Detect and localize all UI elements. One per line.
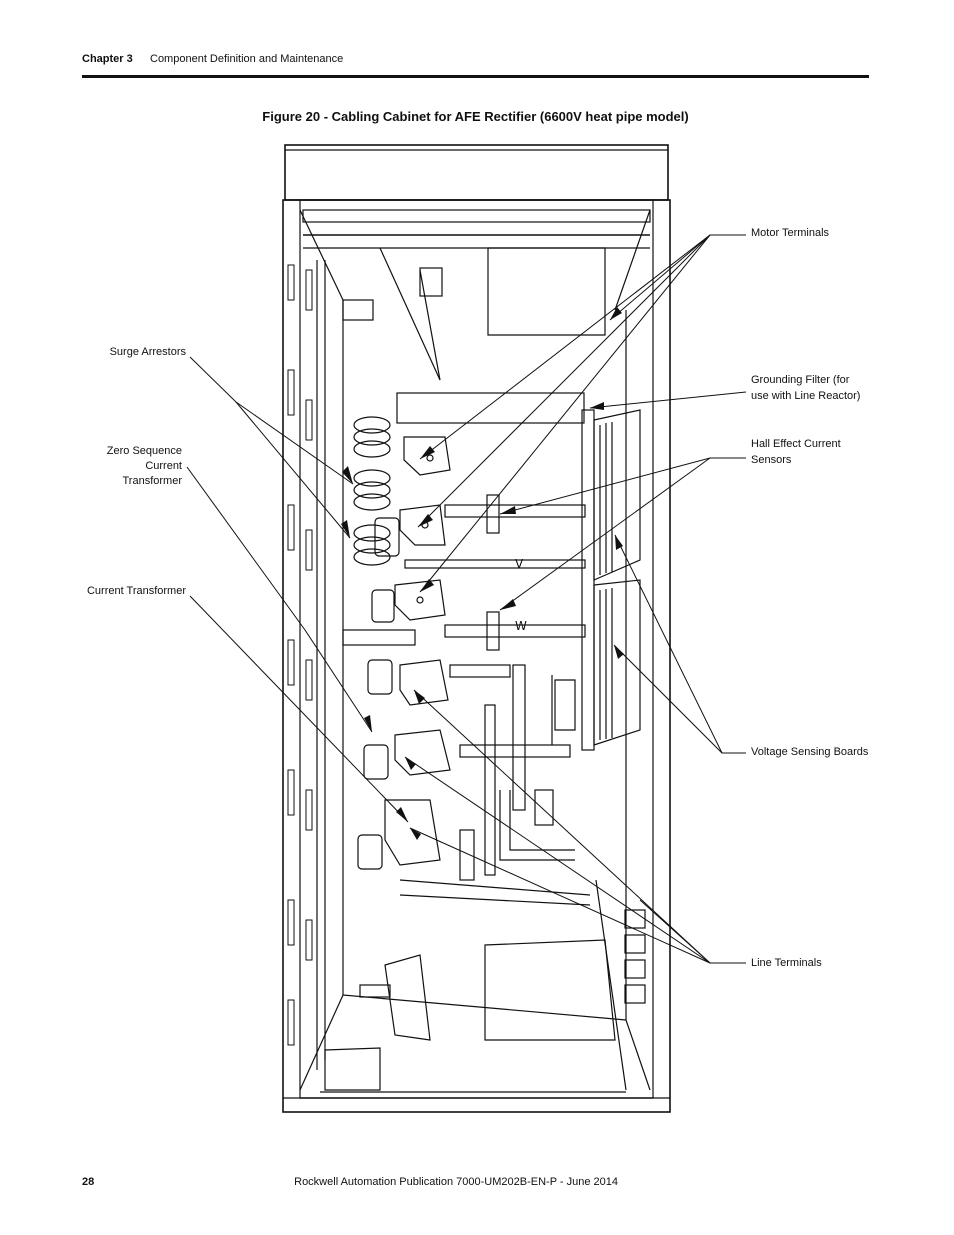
callout-hall-effect-line2: Sensors — [751, 454, 792, 466]
figure-title: Figure 20 - Cabling Cabinet for AFE Rect… — [262, 109, 689, 124]
header-rule — [82, 75, 869, 78]
chapter-label: Chapter 3 — [82, 53, 133, 65]
terminal-blocks — [624, 909, 646, 1004]
callout-zero-sequence-ct-line1: Zero Sequence — [106, 445, 182, 457]
current-transformers — [357, 517, 400, 870]
floor-brackets — [324, 954, 431, 1091]
callout-grounding-filter-line2: use with Line Reactor) — [751, 390, 861, 402]
callout-surge-arrestors: Surge Arrestors — [109, 346, 186, 358]
callout-line-terminals: Line Terminals — [751, 957, 822, 969]
cabinet-frame — [282, 199, 671, 1113]
side-slots — [287, 264, 313, 1046]
publication-info: Rockwell Automation Publication 7000-UM2… — [294, 1176, 618, 1188]
phase-mark-w: W — [515, 619, 527, 633]
callout-grounding-filter-line1: Grounding Filter (for — [751, 374, 850, 386]
leader-lines — [186, 234, 747, 964]
callout-zero-sequence-ct-line3: Transformer — [122, 475, 183, 487]
busbars — [384, 436, 591, 906]
cabinet-hood — [284, 144, 669, 201]
surge-arrestors — [353, 416, 391, 566]
voltage-sensing-boards — [551, 409, 641, 751]
callout-voltage-sensing-boards: Voltage Sensing Boards — [751, 746, 869, 758]
section-title: Component Definition and Maintenance — [150, 53, 344, 65]
callout-hall-effect-line1: Hall Effect Current — [751, 438, 841, 450]
callout-current-transformer: Current Transformer — [86, 585, 186, 597]
hall-effect-sensors — [486, 494, 500, 651]
cross-members — [342, 392, 585, 998]
arrowheads — [341, 307, 624, 840]
callout-zero-sequence-ct-line2: Current — [145, 460, 182, 472]
phase-mark-v: V — [515, 557, 524, 571]
callout-motor-terminals: Motor Terminals — [751, 227, 830, 239]
page-number: 28 — [82, 1176, 95, 1188]
